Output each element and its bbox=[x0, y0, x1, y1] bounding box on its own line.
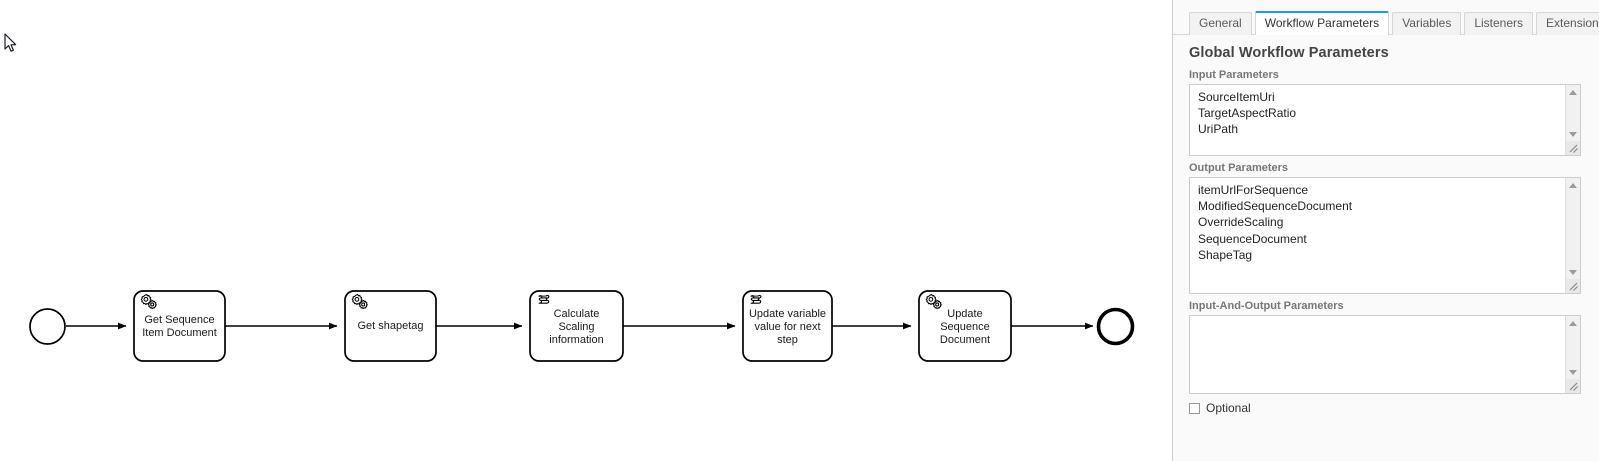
end-event bbox=[1096, 307, 1135, 346]
list-item[interactable]: itemUrlForSequence bbox=[1198, 183, 1309, 197]
tab-listeners[interactable]: Listeners bbox=[1464, 12, 1534, 35]
task-label: Update variable bbox=[749, 308, 826, 320]
task-label: value for next bbox=[754, 321, 820, 333]
list-item[interactable]: TargetAspectRatio bbox=[1198, 106, 1297, 121]
output-parameters-items: itemUrlForSequence ModifiedSequenceDocum… bbox=[1190, 178, 1580, 267]
task-update-sequence-document: Update Sequence Document bbox=[918, 290, 1012, 362]
tab-general[interactable]: General bbox=[1189, 12, 1252, 35]
optional-checkbox[interactable] bbox=[1189, 402, 1200, 414]
list-item[interactable]: ModifiedSequenceDocument bbox=[1198, 199, 1353, 214]
scroll-down-icon[interactable] bbox=[1566, 265, 1580, 279]
task-label: Document bbox=[940, 334, 990, 346]
task-label: Calculate bbox=[554, 308, 600, 320]
task-get-sequence-item-document: Get Sequence Item Document bbox=[133, 290, 226, 362]
task-update-variable-value-for-next-step: Update variable value for next step bbox=[742, 290, 833, 362]
scroll-down-icon[interactable] bbox=[1566, 365, 1580, 379]
output-parameters-label: Output Parameters bbox=[1189, 162, 1289, 174]
task-calculate-scaling-information: Calculate Scaling information bbox=[529, 290, 624, 362]
list-item[interactable]: OverrideScaling bbox=[1198, 215, 1284, 230]
input-and-output-parameters-label: Input-And-Output Parameters bbox=[1189, 300, 1344, 312]
output-parameters-scrollbar[interactable] bbox=[1565, 178, 1580, 293]
list-item[interactable]: UriPath bbox=[1198, 122, 1239, 137]
resize-grip-icon[interactable] bbox=[1566, 279, 1580, 293]
input-and-output-parameters-listbox[interactable] bbox=[1189, 315, 1581, 394]
output-parameters-listbox[interactable]: itemUrlForSequence ModifiedSequenceDocum… bbox=[1189, 177, 1581, 294]
input-parameters-listbox[interactable]: SourceItemUri TargetAspectRatio UriPath bbox=[1189, 84, 1581, 156]
task-label: step bbox=[777, 334, 798, 346]
bpmn-diagram-canvas[interactable]: Get Sequence Item Document Get shapetag … bbox=[0, 0, 1172, 461]
tab-extensions[interactable]: Extensions bbox=[1536, 12, 1599, 35]
input-parameters-scrollbar[interactable] bbox=[1565, 85, 1580, 155]
task-label: Get Sequence bbox=[144, 314, 214, 326]
workflow-parameters-pane: Global Workflow Parameters Input Paramet… bbox=[1173, 35, 1599, 461]
start-event bbox=[29, 308, 66, 345]
resize-grip-icon[interactable] bbox=[1566, 141, 1580, 155]
tab-variables[interactable]: Variables bbox=[1392, 12, 1462, 35]
scroll-up-icon[interactable] bbox=[1566, 316, 1580, 330]
task-label: Scaling bbox=[558, 321, 594, 333]
input-and-output-parameters-items bbox=[1190, 316, 1580, 324]
optional-label[interactable]: Optional bbox=[1206, 401, 1251, 415]
list-item[interactable]: SequenceDocument bbox=[1198, 231, 1307, 246]
task-label: Update bbox=[947, 308, 982, 320]
scroll-down-icon[interactable] bbox=[1566, 127, 1580, 141]
task-get-shapetag: Get shapetag bbox=[344, 290, 437, 362]
input-parameters-label: Input Parameters bbox=[1189, 69, 1279, 81]
optional-checkbox-row[interactable]: Optional bbox=[1173, 394, 1599, 415]
panel-top-spacer bbox=[1173, 0, 1599, 8]
input-and-output-parameters-scrollbar[interactable] bbox=[1565, 316, 1580, 393]
properties-tab-bar: General Workflow Parameters Variables Li… bbox=[1173, 8, 1599, 35]
scroll-up-icon[interactable] bbox=[1566, 85, 1580, 99]
scroll-up-icon[interactable] bbox=[1566, 178, 1580, 192]
input-parameters-items: SourceItemUri TargetAspectRatio UriPath bbox=[1190, 85, 1580, 142]
list-item[interactable]: ShapeTag bbox=[1198, 247, 1253, 262]
task-label: Get shapetag bbox=[357, 320, 423, 332]
task-label: Sequence bbox=[940, 321, 990, 333]
task-label: Item Document bbox=[142, 327, 217, 339]
task-label: information bbox=[549, 334, 603, 346]
properties-panel: General Workflow Parameters Variables Li… bbox=[1172, 0, 1599, 461]
list-item[interactable]: SourceItemUri bbox=[1198, 90, 1275, 104]
tab-workflow-parameters[interactable]: Workflow Parameters bbox=[1254, 11, 1390, 35]
resize-grip-icon[interactable] bbox=[1566, 379, 1580, 393]
page-title: Global Workflow Parameters bbox=[1189, 45, 1389, 61]
